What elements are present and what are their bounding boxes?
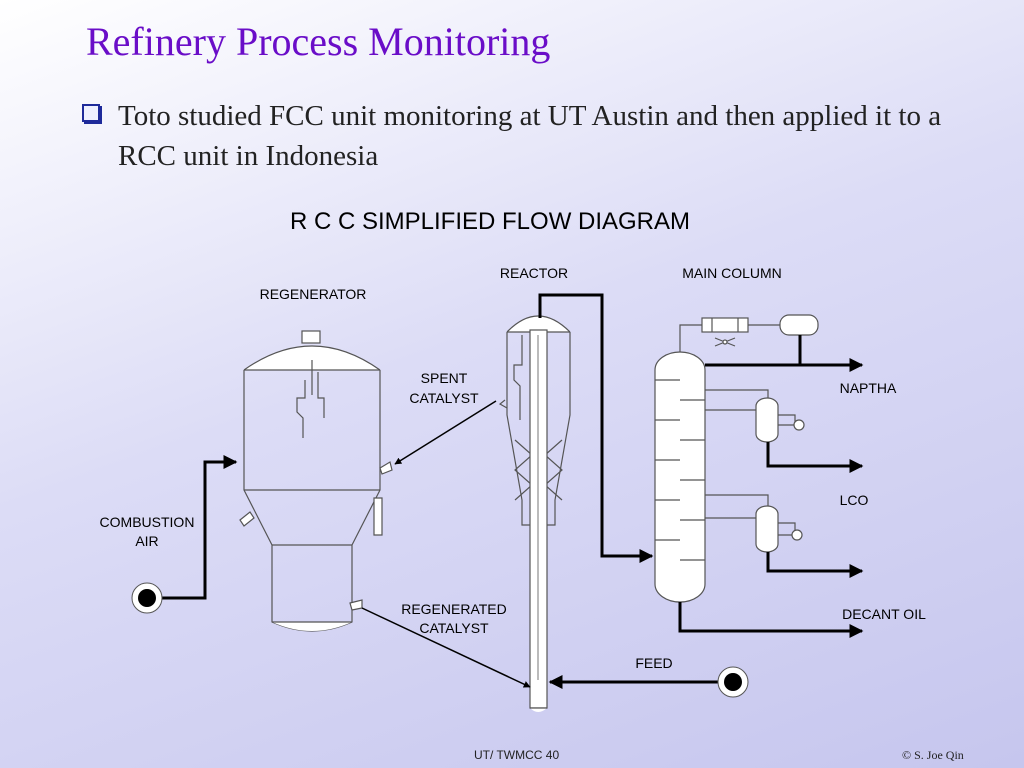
air-blower-icon (131, 582, 163, 614)
regenerator-vessel (239, 330, 393, 632)
label-regenerator: REGENERATOR (260, 286, 367, 302)
checkbox-bullet-icon (82, 104, 100, 122)
feed-pump-icon (717, 666, 749, 698)
slide-title: Refinery Process Monitoring (86, 19, 551, 64)
label-regenerated-catalyst-line1: REGENERATED (401, 601, 507, 617)
footer-slide-number: UT/ TWMCC 40 (474, 748, 560, 762)
label-spent-catalyst-line1: SPENT (421, 370, 468, 386)
flow-lines (162, 293, 864, 689)
diagram-heading: R C C SIMPLIFIED FLOW DIAGRAM (290, 208, 690, 235)
overhead-condenser (679, 314, 819, 365)
label-spent-catalyst-line2: CATALYST (409, 390, 479, 406)
label-reactor: REACTOR (500, 265, 568, 281)
lco-stripper (705, 389, 805, 443)
label-decant-oil: DECANT OIL (842, 606, 926, 622)
reactor-vessel (498, 315, 571, 712)
decant-stripper (705, 494, 803, 553)
catalyst-transfer-lines (361, 400, 531, 688)
bullet-text: Toto studied FCC unit monitoring at UT A… (118, 100, 942, 172)
label-combustion-air-line2: AIR (135, 533, 158, 549)
label-main-column: MAIN COLUMN (682, 265, 782, 281)
bullet-item: Toto studied FCC unit monitoring at UT A… (80, 96, 960, 176)
label-regenerated-catalyst-line2: CATALYST (419, 620, 489, 636)
label-feed: FEED (635, 655, 672, 671)
footer-copyright: © S. Joe Qin (902, 748, 964, 762)
label-combustion-air-line1: COMBUSTION (100, 514, 195, 530)
main-column (654, 351, 706, 603)
label-naptha: NAPTHA (840, 380, 897, 396)
label-lco: LCO (840, 492, 869, 508)
